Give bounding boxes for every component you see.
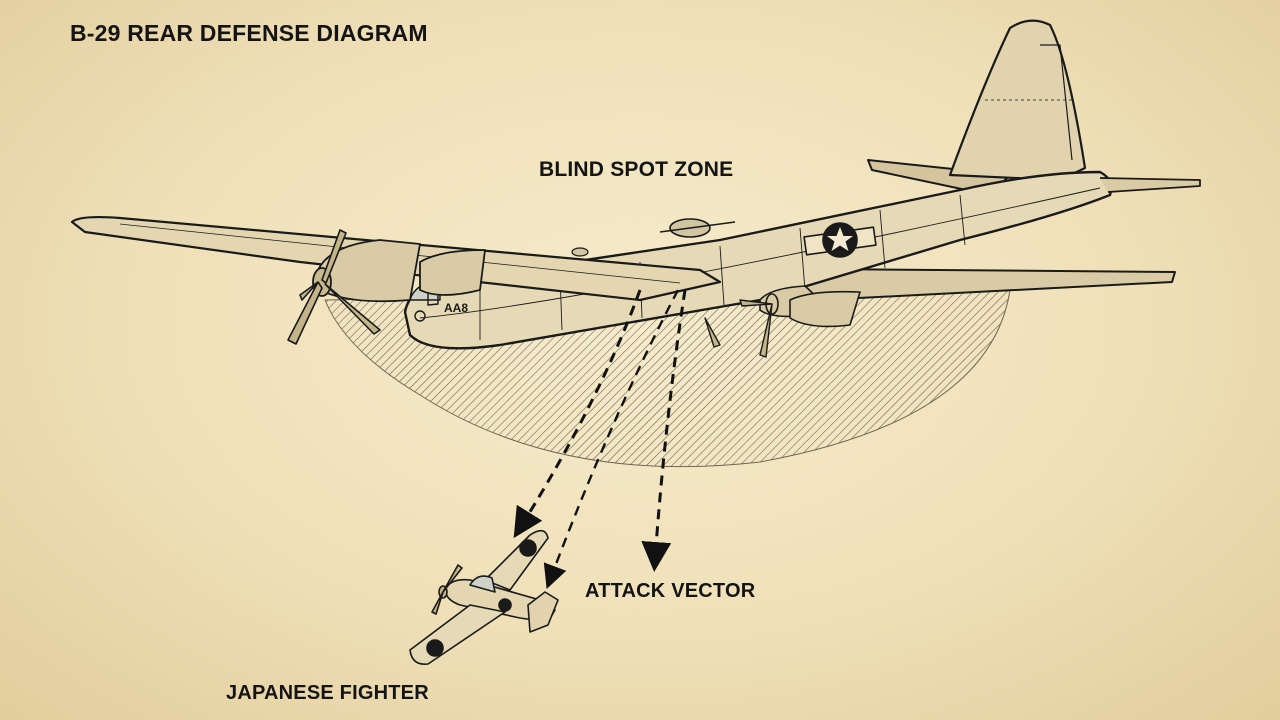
attack-vector-arrows <box>513 289 687 589</box>
fighter-label: JAPANESE FIGHTER <box>226 682 429 704</box>
diagram-title: B-29 REAR DEFENSE DIAGRAM <box>70 20 428 46</box>
blind-spot-label: BLIND SPOT ZONE <box>539 158 734 181</box>
us-star-roundel-icon <box>803 222 877 258</box>
nose-code: AA8 <box>444 301 468 315</box>
attack-vector-label: ATTACK VECTOR <box>585 580 756 602</box>
b29-bomber-icon: AA8 <box>70 19 1201 358</box>
japanese-fighter-icon <box>409 529 559 666</box>
